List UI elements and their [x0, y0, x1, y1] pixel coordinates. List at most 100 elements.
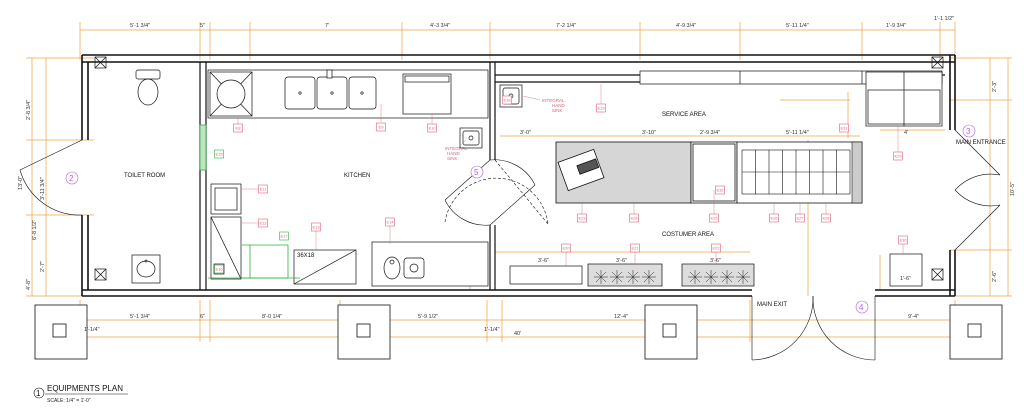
equipment-tag: E15	[214, 149, 224, 159]
callout-markers	[33, 124, 976, 399]
hand-sink-service-line-3: SINK	[552, 108, 563, 113]
hand-sink-kitchen-line-1: INTEGRAL	[445, 146, 468, 151]
equipment-tag-label: E13	[312, 225, 320, 230]
equipment-tag-label: E23	[578, 216, 586, 221]
room-label-costumer: COSTUMER AREA	[662, 232, 714, 238]
equipment-tag-label: E11	[260, 187, 268, 192]
equipment-tag: E11	[258, 184, 268, 194]
equipment-tag: E18	[502, 95, 512, 105]
dim-top-7: 5'-11 1/4"	[786, 23, 809, 29]
equipment-tag: E32	[715, 185, 725, 195]
dim-top-2: 5"	[200, 23, 205, 29]
dim-top-5: 7'-2 1/4"	[556, 23, 576, 29]
equipment-tag-label: E10	[428, 126, 436, 131]
dim-top-8: 1'-9 3/4"	[886, 23, 906, 29]
equipment-tag: E23	[577, 213, 587, 223]
doors	[19, 129, 1001, 361]
equipment-tag: E16	[214, 264, 224, 274]
equipment-tag: E26	[769, 213, 779, 223]
equipment-tag: E9	[376, 122, 386, 132]
equipment-tag-label: E25	[710, 216, 718, 221]
equipment-tag-label: E18	[503, 98, 511, 103]
equipment-tag: E31	[839, 123, 849, 133]
sink-size-label: 36X18	[297, 253, 315, 259]
equipment-tag-label: E30	[899, 238, 907, 243]
equipment-tag-label: E32	[716, 188, 724, 193]
dim-inner-5: 4'	[904, 130, 908, 136]
hand-sink-kitchen-line-3: SINK	[447, 156, 458, 161]
hand-sink-service-line-2: HAND	[552, 103, 566, 108]
dim-bottom-5: 5'-9 1/2"	[418, 314, 438, 320]
equipment-tag: E12	[258, 218, 268, 228]
hand-sink-kitchen-line-2: HAND	[447, 151, 461, 156]
room-label-toilet: TOILET ROOM	[124, 173, 165, 179]
equipment-tag-label: E24	[630, 216, 638, 221]
wall-corner-posts	[94, 56, 944, 281]
dim-counter-1: 3'-6"	[538, 258, 549, 264]
kitchen-green-elements	[199, 124, 300, 279]
equipment-tag: E20	[561, 243, 571, 253]
dim-inner-2: 3'-10"	[642, 130, 656, 136]
equipment-tag: E10	[427, 123, 437, 133]
equipment-tag-label: E31	[840, 126, 848, 131]
room-label-kitchen: KITCHEN	[344, 173, 370, 179]
marker-2: 2	[69, 174, 74, 183]
dim-bottom-4: 8'-0 1/4"	[262, 314, 282, 320]
equipment-tag: E8	[233, 123, 243, 133]
dim-right-3: 2'-6"	[992, 271, 998, 282]
hand-sink-service-line-1: INTEGRAL	[542, 98, 565, 103]
dim-right-2: 10'-5"	[1010, 182, 1016, 196]
equipment-tag-label: E16	[215, 267, 223, 272]
dim-counter-3: 3'-6"	[710, 258, 721, 264]
equipment-tag-label: E29	[894, 154, 902, 159]
tag-leaders	[237, 84, 904, 266]
equipment-tag-label: E27	[796, 216, 804, 221]
equipment-tag-label: E14	[386, 220, 394, 225]
equipment-tag: E13	[311, 222, 321, 232]
equipment-tag-label: E20	[562, 246, 570, 251]
dim-bottom-6: 1'-1/4"	[484, 327, 500, 333]
service-fixtures	[499, 70, 943, 127]
dim-left-1: 2'-8 3/4"	[26, 100, 32, 120]
drawing-title: EQUIPMENTS PLAN	[47, 384, 123, 393]
dim-top-9: 1'-1 1/2"	[934, 16, 954, 22]
equipment-tag-label: E17	[280, 234, 288, 239]
dim-left-6: 4'-8"	[26, 279, 32, 290]
dim-bottom-1: 1'-1/4"	[84, 327, 100, 333]
dim-top-3: 7'	[325, 23, 329, 29]
equipment-tag: E21	[630, 243, 640, 253]
toilet-fixtures	[131, 69, 161, 284]
room-label-main-exit: MAIN EXIT	[757, 302, 787, 308]
equipment-tag: E14	[385, 217, 395, 227]
dim-bottom-7: 12'-4"	[614, 314, 628, 320]
equipment-tag: E27	[795, 213, 805, 223]
dim-left-2: 3'-11 3/4"	[40, 177, 46, 200]
drawing-scale: SCALE: 1/4" = 1'-0"	[47, 398, 91, 404]
dim-inner-1: 3'-0"	[520, 130, 531, 136]
dim-top-6: 4'-9 3/4"	[676, 23, 696, 29]
equipment-tag: E25	[709, 213, 719, 223]
equipment-tag-label: E9	[379, 125, 385, 130]
equipment-tag: E22	[711, 243, 721, 253]
room-label-service: SERVICE AREA	[662, 112, 706, 118]
decor-plants	[594, 270, 750, 284]
marker-5: 5	[474, 168, 479, 177]
equipment-tag-label: E21	[631, 246, 639, 251]
dim-inner-4: 5'-11 1/4"	[786, 130, 809, 136]
costumer-counters	[509, 253, 923, 287]
equipment-tag: E29	[893, 151, 903, 161]
marker-4: 4	[859, 303, 864, 312]
equipment-tag-label: E28	[822, 216, 830, 221]
dim-top-1: 5'-1 3/4"	[130, 23, 150, 29]
equipment-tag: E24	[629, 213, 639, 223]
equipment-tag: E30	[898, 235, 908, 245]
equipment-tag-label: E15	[215, 152, 223, 157]
dimension-lines	[26, 22, 1012, 342]
dim-counter-2: 3'-6"	[616, 258, 627, 264]
equipment-tag-label: E26	[770, 216, 778, 221]
foundation-piers	[34, 304, 1003, 360]
equipment-tag-label: E19	[597, 106, 605, 111]
kitchen-fixtures	[207, 69, 489, 287]
